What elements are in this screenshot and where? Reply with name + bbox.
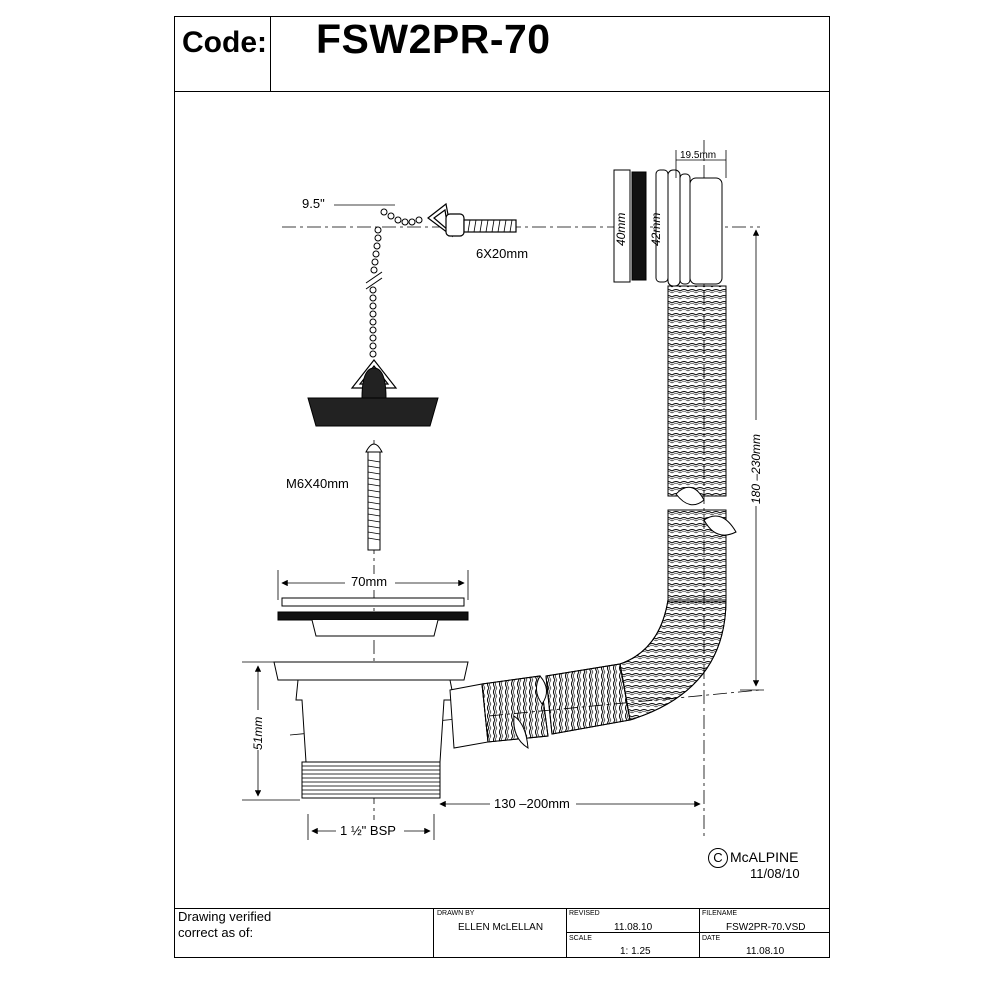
drawn-by-label: DRAWN BY [437,910,475,917]
date-value: 11.08.10 [746,946,785,957]
header-divider [270,16,271,92]
copyright-icon: C [708,848,728,868]
flange-width-label: 70mm [351,574,387,589]
filename-label: FILENAME [702,910,738,917]
overflow-washers [613,169,647,283]
filename-value: FSW2PR-70.VSD [726,922,806,933]
chain [365,208,423,358]
drawn-by-value: ELLEN McLELLAN [458,922,544,933]
manufacturer-date: 11/08/10 [750,866,800,881]
waste-body [273,661,469,799]
manufacturer-name: McALPINE [730,849,799,865]
outlet-width-label: 19.5mm [680,150,716,161]
rubber-plug [307,367,439,427]
screw-size-label: 6X20mm [476,246,528,261]
bolt-size-label: M6X40mm [286,476,349,491]
horizontal-hose [481,663,631,749]
hose-horizontal-label: 130 –200mm [494,796,570,811]
date-label: DATE [702,935,721,942]
hose-elbow [619,599,727,721]
side-outlet [449,683,489,749]
bolt [365,443,383,551]
verification-note: Drawing verified correct as of: [178,909,272,940]
vertical-hose [667,285,737,603]
revised-label: REVISED [569,910,600,917]
outlet-width-dim [675,150,727,178]
washer-40-label: 40mm [614,213,628,246]
scale-value: 1: 1.25 [620,946,651,957]
flange [277,597,469,637]
hose-vertical-label: 180 –230mm [749,434,763,504]
code-label: Code: [182,26,267,59]
thread-size-label: 1 ½" BSP [340,823,396,838]
date-cell [699,932,830,958]
scale-label: SCALE [569,935,592,942]
header-box [174,16,830,92]
chain-length-label: 9.5" [302,196,325,211]
overflow-outlet [655,169,723,287]
washer-42-label: 42mm [649,213,663,246]
product-code: FSW2PR-70 [316,16,551,62]
waste-height-label: 51mm [251,717,265,750]
revised-value: 11.08.10 [614,922,653,933]
chain-stay [427,202,517,238]
